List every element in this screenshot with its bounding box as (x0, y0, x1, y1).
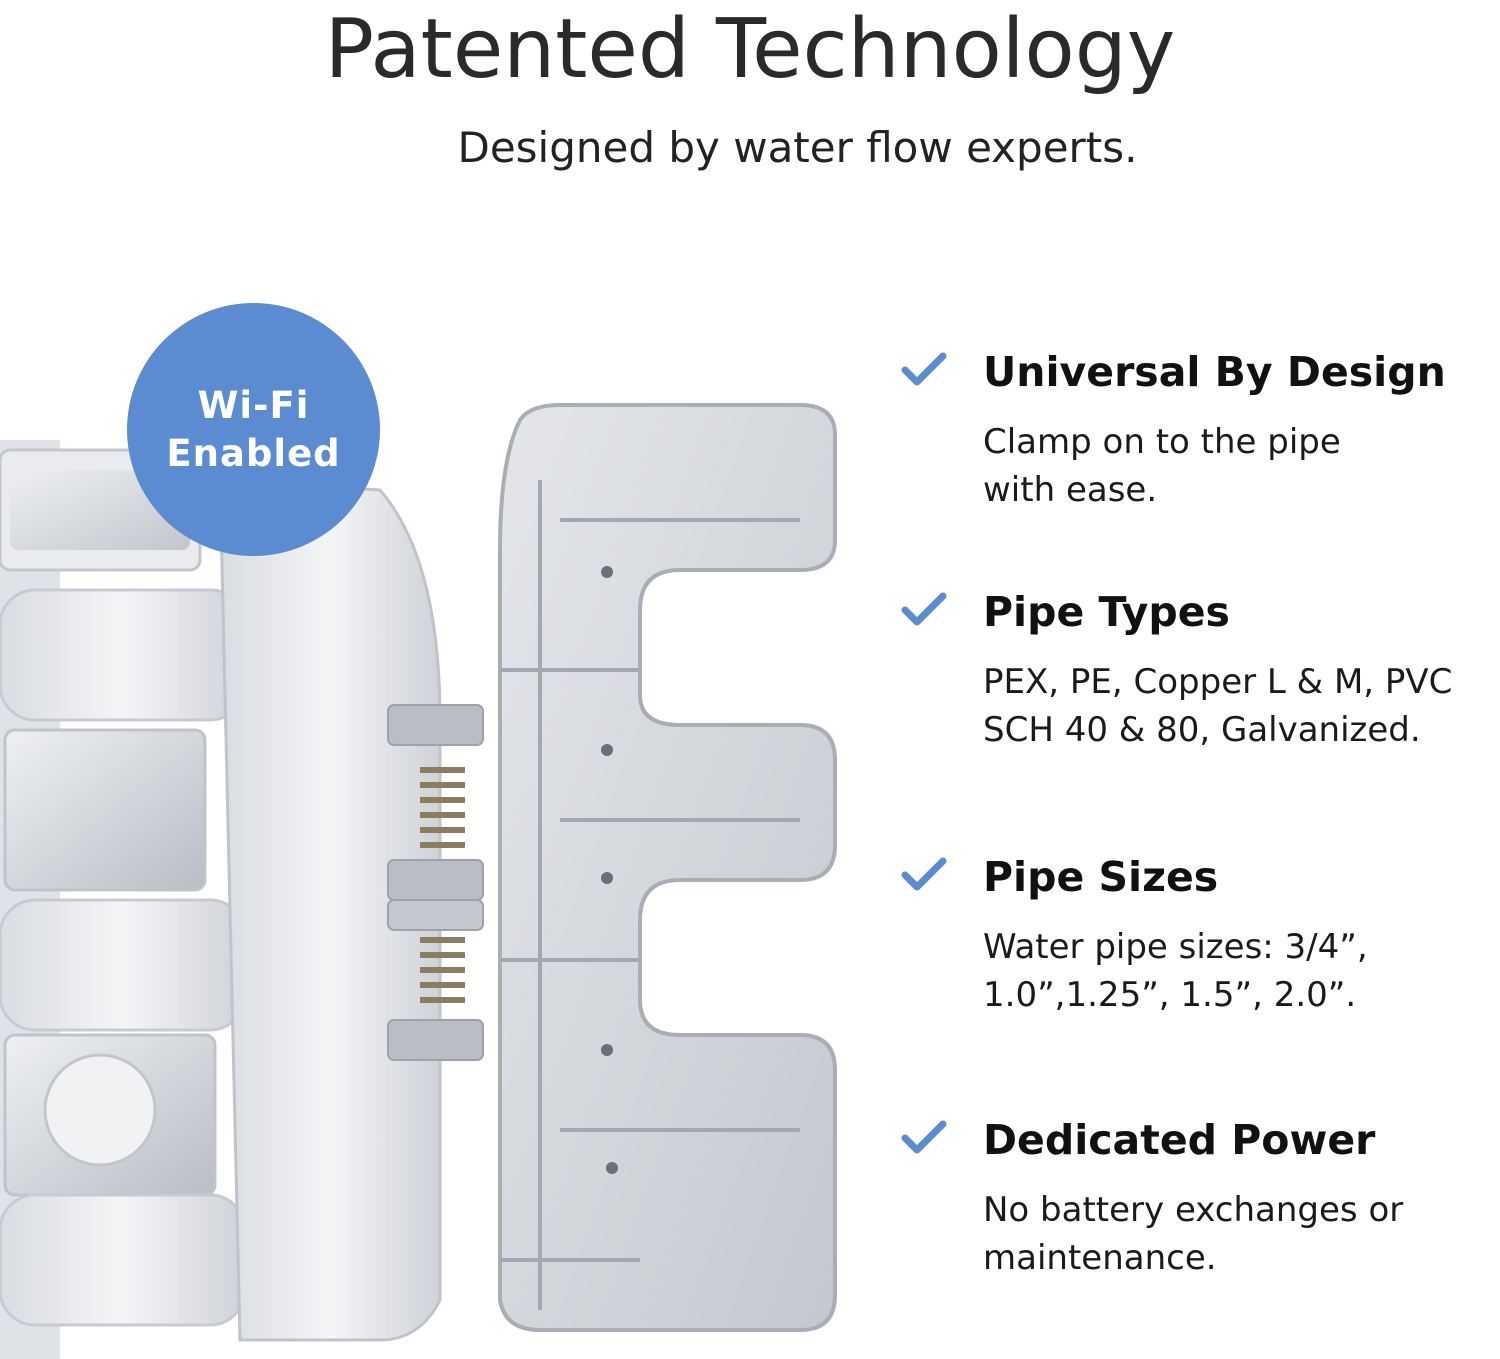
badge-line-2: Enabled (166, 431, 341, 475)
feature-description-line: 1.0”,1.25”, 1.5”, 2.0”. (983, 975, 1357, 1015)
page-subtitle: Designed by water flow experts. (457, 123, 1138, 172)
feature-description-line: Clamp on to the pipe (983, 422, 1341, 462)
feature-description-line: Water pipe sizes: 3/4”, (983, 927, 1368, 967)
wifi-enabled-badge: Wi-Fi Enabled (127, 303, 380, 556)
check-icon (901, 592, 947, 626)
feature-description: Water pipe sizes: 3/4”, 1.0”,1.25”, 1.5”… (983, 923, 1500, 1019)
feature-description: PEX, PE, Copper L & M, PVC SCH 40 & 80, … (983, 658, 1500, 754)
feature-description-line: maintenance. (983, 1238, 1217, 1278)
page-title: Patented Technology (324, 2, 1176, 97)
feature-title: Pipe Sizes (983, 853, 1219, 901)
feature-description-line: PEX, PE, Copper L & M, PVC (983, 662, 1453, 702)
check-icon (901, 1120, 947, 1154)
device-clamp-illustration (0, 403, 837, 1359)
badge-line-1: Wi-Fi (197, 383, 310, 427)
feature-description-line: with ease. (983, 470, 1158, 510)
feature-description: No battery exchanges or maintenance. (983, 1186, 1500, 1282)
feature-title: Pipe Types (983, 588, 1230, 636)
check-icon (901, 857, 947, 891)
feature-title: Universal By Design (983, 348, 1446, 396)
feature-description: Clamp on to the pipe with ease. (983, 418, 1500, 514)
check-icon (901, 352, 947, 386)
feature-title: Dedicated Power (983, 1116, 1376, 1164)
feature-description-line: No battery exchanges or (983, 1190, 1404, 1230)
feature-description-line: SCH 40 & 80, Galvanized. (983, 710, 1421, 750)
